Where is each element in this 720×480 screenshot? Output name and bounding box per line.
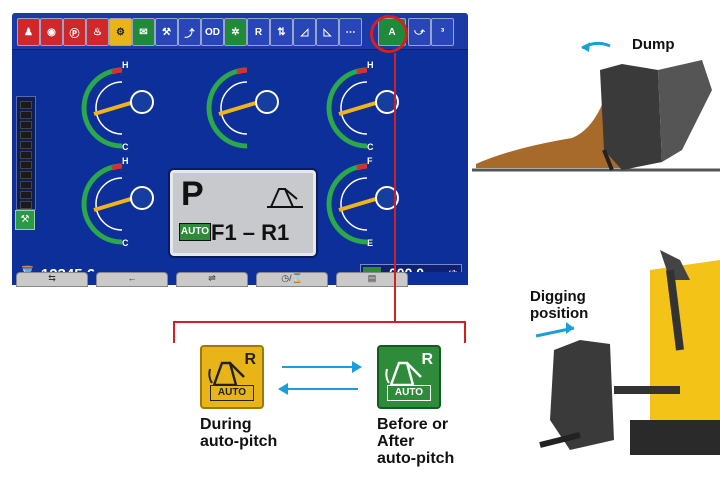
- lift-icon: ⇅: [270, 18, 293, 46]
- gauge-dial: [81, 163, 154, 245]
- level-segment: [20, 111, 32, 119]
- level-segment: [20, 191, 32, 199]
- level-segment: [20, 161, 32, 169]
- auto-pitch-before-after-icon: R AUTO: [377, 345, 441, 409]
- level-segment: [20, 151, 32, 159]
- parking-icon: Ⓟ: [63, 18, 86, 46]
- function-key[interactable]: ←: [96, 272, 168, 287]
- gear-mode: P: [181, 175, 204, 213]
- caption-line: Before or: [377, 416, 449, 433]
- gear-shift-range: F1 – R1: [211, 220, 290, 245]
- gauge-select-icon: ³: [431, 18, 454, 46]
- od-icon: OD: [201, 18, 224, 46]
- gauge-high-label: F: [367, 156, 373, 166]
- gauge-needle: [338, 196, 380, 212]
- caption-line: auto-pitch: [377, 450, 455, 467]
- level-segment: [20, 181, 32, 189]
- level-segment: [20, 171, 32, 179]
- function-key[interactable]: ⇌: [176, 272, 248, 287]
- gauge-needle: [93, 196, 135, 212]
- tilt-icon: ◿: [293, 18, 316, 46]
- gauge-low-label: E: [367, 238, 374, 248]
- lube-icon: ⚙: [109, 18, 132, 46]
- callout-bracket-left: [173, 321, 175, 343]
- oil-icon: ♨: [86, 18, 109, 46]
- callout-line: [394, 53, 396, 321]
- gauge-high-label: H: [122, 60, 129, 70]
- function-key-bar: ⇆ ← ⇌ ◷/⌛ ▤: [12, 272, 468, 287]
- engine-stop-icon: ◉: [40, 18, 63, 46]
- gauge-symbol-icon: [255, 90, 279, 114]
- gear-panel: P AUTO F1 – R1: [170, 170, 316, 256]
- during-caption: During auto-pitch: [200, 416, 277, 450]
- gauge-symbol-icon: [130, 90, 154, 114]
- gauge-symbol-icon: [375, 186, 399, 210]
- ripper-letter: R: [244, 351, 256, 368]
- level-segment: [20, 121, 32, 129]
- dig-label-line: Digging: [530, 288, 586, 305]
- gauge-needle: [93, 100, 135, 116]
- gauge-high-label: H: [367, 60, 374, 70]
- machine-monitor: ♟ ◉ Ⓟ ♨ ⚙ ✉ ⚒ ⤴ OD ✲ R ⇅ ◿ ◺ ⋯ A ⤻ ³ ⚒ H…: [12, 13, 468, 285]
- fan-icon: ✲: [224, 18, 247, 46]
- ripper-letter: R: [421, 351, 433, 368]
- caption-line: During: [200, 416, 252, 433]
- seat-belt-icon: ♟: [17, 18, 40, 46]
- callout-bracket-right: [464, 321, 466, 343]
- ripper-icon: R: [247, 18, 270, 46]
- blade-load-icon: ⚒: [15, 210, 35, 230]
- auto-shift-badge: AUTO: [179, 223, 211, 241]
- level-segment: [20, 101, 32, 109]
- gauge-low-label: C: [367, 142, 374, 152]
- eco-icon: ⤻: [408, 18, 431, 46]
- callout-bracket: [173, 321, 466, 323]
- gauge-dial: [206, 67, 279, 149]
- gauge-low-label: C: [122, 238, 129, 248]
- dig-label-line: position: [530, 305, 589, 322]
- digging-position-label: Digging position: [530, 288, 588, 322]
- gauge-symbol-icon: [130, 186, 154, 210]
- function-key[interactable]: ◷/⌛: [256, 272, 328, 287]
- gauge-dial: [326, 67, 399, 149]
- gauge-needle: [218, 100, 260, 116]
- auto-label: AUTO: [210, 385, 254, 401]
- shoe-icon: ⋯: [339, 18, 362, 46]
- gauge-dial: [81, 67, 154, 149]
- gauge-low-label: C: [122, 142, 129, 152]
- level-segment: [20, 201, 32, 209]
- gauge-needle: [338, 100, 380, 116]
- callout-circle: [370, 15, 408, 53]
- auto-label: AUTO: [387, 385, 431, 401]
- function-key[interactable]: ▤: [336, 272, 408, 287]
- function-key[interactable]: ⇆: [16, 272, 88, 287]
- level-segment: [20, 131, 32, 139]
- level-segment: [20, 141, 32, 149]
- caption-line: After: [377, 433, 415, 450]
- pitch-icon: ◺: [316, 18, 339, 46]
- digging-illustration: [535, 250, 720, 455]
- arrow-left-icon: [278, 383, 358, 395]
- dump-illustration: [472, 41, 720, 172]
- auto-pitch-during-icon: R AUTO: [200, 345, 264, 409]
- engine-speed-gauge: [206, 62, 299, 154]
- gauge-dial: [326, 163, 399, 245]
- blade-load-level-bar: [16, 96, 36, 210]
- message-icon: ✉: [132, 18, 155, 46]
- pitch-indicator-icon: [267, 188, 303, 208]
- caption-line: auto-pitch: [200, 433, 278, 450]
- gauge-high-label: H: [122, 156, 129, 166]
- blade-icon: ⤴: [178, 18, 201, 46]
- air-filter-icon: ⚒: [155, 18, 178, 46]
- dump-label: Dump: [632, 36, 675, 53]
- before-after-caption: Before or After auto-pitch: [377, 416, 454, 467]
- gauge-symbol-icon: [375, 90, 399, 114]
- arrow-right-icon: [282, 361, 362, 373]
